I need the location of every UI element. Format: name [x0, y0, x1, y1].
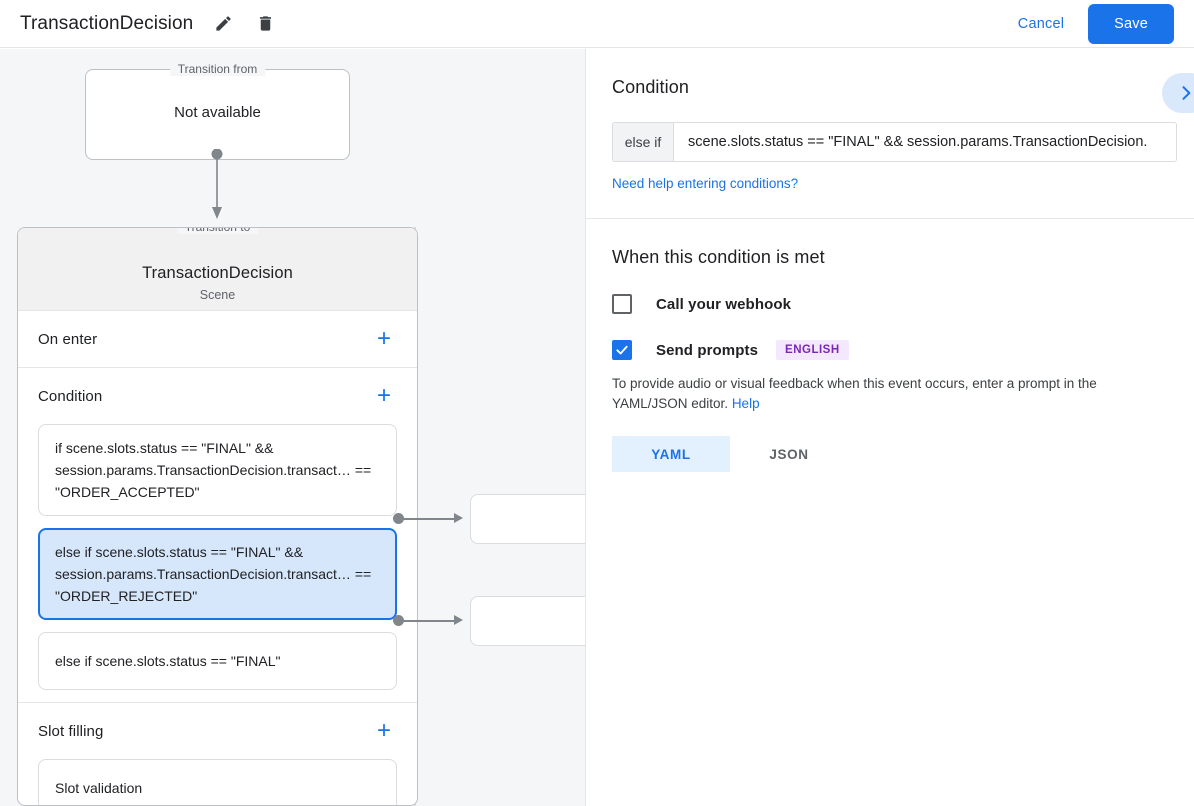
when-condition-met-heading: When this condition is met [612, 247, 825, 267]
flow-target-card-accepted[interactable] [470, 494, 586, 544]
webhook-row: Call your webhook [612, 294, 1168, 314]
section-condition-head: Condition + [38, 368, 397, 424]
when-condition-met-section: When this condition is met Call your web… [586, 219, 1194, 472]
condition-section: Condition else if Need help entering con… [586, 49, 1194, 219]
flow-arrowhead-accepted [454, 513, 463, 523]
flow-connector-arrow [211, 149, 223, 219]
condition-chip-accepted[interactable]: if scene.slots.status == "FINAL" && sess… [38, 424, 397, 516]
flow-target-card-rejected[interactable] [470, 596, 586, 646]
section-slot-filling-title: Slot filling [38, 722, 104, 740]
add-on-enter-button[interactable]: + [371, 326, 397, 352]
top-app-bar: TransactionDecision Cancel Save [0, 0, 1194, 48]
panel-divider [585, 49, 586, 806]
section-condition-title: Condition [38, 387, 103, 405]
call-webhook-label: Call your webhook [656, 295, 792, 313]
pencil-icon[interactable] [209, 10, 237, 38]
transition-to-title: TransactionDecision [142, 264, 293, 282]
page-title: TransactionDecision [20, 12, 194, 34]
prompt-help-text: To provide audio or visual feedback when… [612, 374, 1168, 414]
flow-arrowhead-rejected [454, 615, 463, 625]
tab-json[interactable]: JSON [730, 436, 848, 472]
transition-to-legend: Transition to [176, 228, 259, 234]
prompt-help-link[interactable]: Help [731, 396, 760, 411]
slot-validation-chip[interactable]: Slot validation [38, 759, 397, 805]
trash-icon[interactable] [251, 10, 279, 38]
transition-from-card[interactable]: Transition from Not available [85, 62, 350, 160]
condition-prefix-label: else if [613, 123, 674, 161]
section-on-enter-head: On enter + [38, 311, 397, 367]
cancel-button[interactable]: Cancel [1008, 8, 1074, 40]
section-slot-filling: Slot filling + Slot validation [18, 703, 417, 805]
condition-input-group: else if [612, 122, 1177, 162]
transition-to-subtitle: Scene [199, 288, 236, 302]
condition-chip-final[interactable]: else if scene.slots.status == "FINAL" [38, 632, 397, 690]
condition-expression-input[interactable] [674, 123, 1176, 161]
section-slot-filling-head: Slot filling + [38, 703, 397, 759]
section-on-enter-title: On enter [38, 330, 98, 348]
tab-yaml[interactable]: YAML [612, 436, 730, 472]
condition-help-link[interactable]: Need help entering conditions? [612, 176, 799, 191]
flow-edge-rejected [398, 620, 454, 622]
transition-to-header[interactable]: Transition to TransactionDecision Scene [18, 228, 417, 311]
flow-canvas: Transition from Not available Transition… [0, 49, 586, 806]
condition-chip-rejected[interactable]: else if scene.slots.status == "FINAL" &&… [38, 528, 397, 620]
condition-detail-panel: Condition else if Need help entering con… [586, 49, 1194, 806]
editor-format-tabs: YAML JSON [612, 436, 1168, 472]
save-button[interactable]: Save [1088, 3, 1174, 44]
language-badge: ENGLISH [776, 340, 849, 360]
condition-heading: Condition [612, 77, 689, 97]
transition-from-legend: Transition from [169, 62, 266, 76]
send-prompts-row: Send prompts ENGLISH [612, 340, 1168, 360]
transition-from-value: Not available [174, 104, 261, 121]
add-slot-filling-button[interactable]: + [371, 718, 397, 744]
send-prompts-label: Send prompts [656, 341, 759, 359]
send-prompts-checkbox[interactable] [612, 340, 632, 360]
flow-edge-accepted [398, 518, 454, 520]
add-condition-button[interactable]: + [371, 383, 397, 409]
section-on-enter: On enter + [18, 311, 417, 368]
call-webhook-checkbox[interactable] [612, 294, 632, 314]
section-condition: Condition + if scene.slots.status == "FI… [18, 368, 417, 703]
transition-to-card: Transition to TransactionDecision Scene … [17, 227, 418, 806]
chevron-right-icon[interactable] [1162, 73, 1194, 113]
prompt-help-text-body: To provide audio or visual feedback when… [612, 376, 1097, 411]
